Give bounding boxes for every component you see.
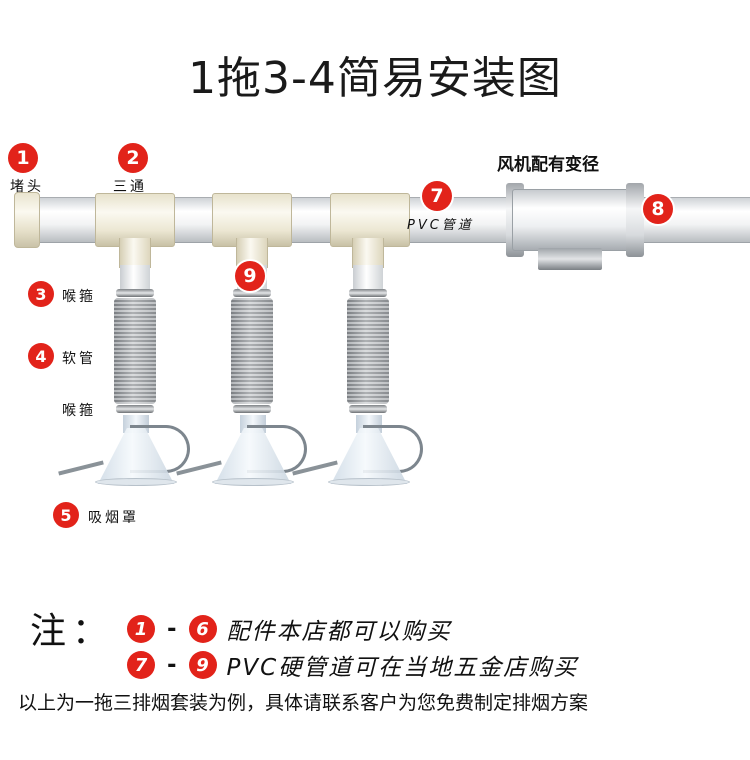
badge-9: 9 (235, 261, 265, 291)
hose-clamp (349, 289, 387, 297)
tee-outlet (119, 238, 151, 268)
badge-3: 3 (28, 281, 54, 307)
fan-junction-box (538, 248, 602, 270)
dash: - (167, 616, 177, 642)
notes-row-2: 7 - 9 PVC硬管道可在当地五金店购买 (127, 648, 578, 682)
hose-clamp (349, 405, 387, 413)
notes-heading: 注： (30, 611, 115, 652)
badge-9: 9 (188, 651, 217, 679)
hood-rim (212, 478, 294, 486)
dash: - (167, 652, 177, 678)
label-fan: 风机配有变径 (497, 155, 599, 175)
hood-rim (95, 478, 177, 486)
badge-7: 7 (422, 181, 452, 211)
label-clamp-top: 喉箍 (62, 289, 96, 305)
hood-arm (58, 460, 104, 476)
pipe-stub (120, 265, 150, 289)
badge-2: 2 (118, 143, 148, 173)
fan-reducer-right (626, 183, 644, 257)
hose-clamp (116, 405, 154, 413)
label-clamp-bottom: 喉箍 (62, 403, 96, 419)
inline-fan (512, 189, 632, 251)
badge-1: 1 (8, 143, 38, 173)
notes-row-1-text: 配件本店都可以购买 (226, 619, 452, 645)
pipe-stub (353, 265, 383, 289)
flex-hose (114, 298, 156, 404)
flex-hose (231, 298, 273, 404)
notes-footer: 以上为一拖三排烟套装为例，具体请联系客户为您免费制定排烟方案 (18, 692, 589, 714)
hood-rim (328, 478, 410, 486)
tee-outlet (352, 238, 384, 268)
badge-8: 8 (643, 194, 673, 224)
label-tee: 三通 (113, 179, 147, 195)
label-hose: 软管 (62, 351, 96, 367)
badge-4: 4 (28, 343, 54, 369)
notes-row-1: 1 - 6 配件本店都可以购买 (127, 612, 452, 646)
hose-clamp (116, 289, 154, 297)
hose-clamp (233, 405, 271, 413)
label-plug: 堵头 (10, 179, 44, 195)
hose-clamp (233, 289, 271, 297)
label-pvc-pipe: PVC管道 (407, 218, 474, 233)
badge-6: 6 (188, 615, 217, 643)
badge-7: 7 (127, 651, 155, 679)
notes-row-2-text: PVC硬管道可在当地五金店购买 (226, 655, 579, 681)
end-cap (14, 192, 40, 248)
flex-hose (347, 298, 389, 404)
badge-1: 1 (127, 615, 155, 643)
badge-5: 5 (53, 502, 79, 528)
page-title: 1拖3-4简易安装图 (188, 53, 562, 104)
label-hood: 吸烟罩 (88, 510, 139, 526)
